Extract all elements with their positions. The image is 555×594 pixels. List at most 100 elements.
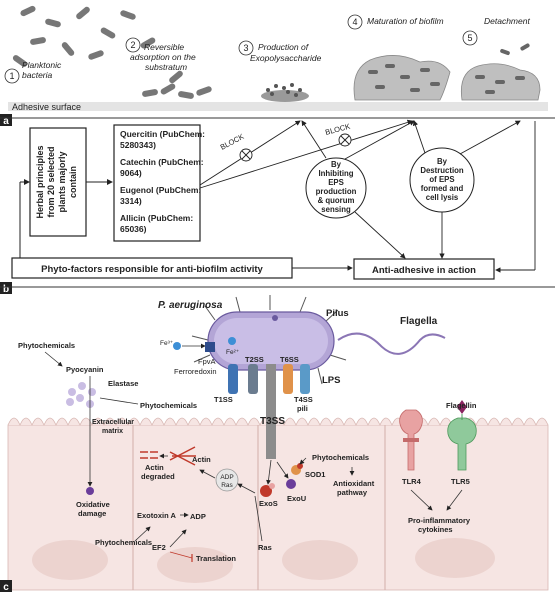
lps-label: LPS — [322, 375, 340, 386]
sod1-icon — [291, 463, 303, 475]
svg-text:1: 1 — [9, 71, 14, 81]
svg-text:Ferroredoxin: Ferroredoxin — [174, 367, 217, 376]
inhibit-eps-circle — [305, 157, 367, 219]
anti-adhesive-box — [353, 258, 495, 280]
panel-c-label: c — [3, 582, 9, 593]
detachment-icon — [460, 43, 541, 101]
svg-text:of EPS: of EPS — [429, 175, 454, 184]
svg-text:T3SS: T3SS — [260, 416, 285, 427]
phytochemicals-label-3: Phytochemicals — [95, 538, 152, 547]
panel-b-label: b — [3, 284, 9, 295]
sod1-label: SOD1 — [305, 470, 325, 479]
pyocyanin-label: Pyocyanin — [66, 365, 104, 374]
svg-text:ADP: ADP — [220, 474, 233, 481]
antioxidant-label-1: Antioxidant — [333, 479, 375, 488]
svg-text:5280343): 5280343) — [120, 140, 156, 150]
svg-text:Destruction: Destruction — [420, 166, 464, 175]
actin-degraded-label-1: Actin — [145, 463, 164, 472]
svg-text:Quercitin (PubChem:: Quercitin (PubChem: — [120, 129, 205, 139]
svg-text:Reversible: Reversible — [144, 42, 184, 52]
planktonic-bacteria-icon — [12, 5, 156, 67]
antioxidant-label-2: pathway — [337, 488, 368, 497]
flagella-label: Flagella — [400, 316, 438, 327]
panel-c: P. aeruginosa Pilus Flagella LPS Fe³⁺ Fe… — [0, 286, 555, 593]
svg-text:Fe³⁺: Fe³⁺ — [160, 340, 174, 347]
block-symbol-2: BLOCK — [324, 122, 352, 147]
svg-text:T6SS: T6SS — [280, 355, 299, 364]
exopolysaccharide-icon — [261, 83, 309, 102]
tlr5-label: TLR5 — [451, 477, 470, 486]
svg-text:3: 3 — [243, 43, 248, 53]
proinflammatory-label-1: Pro-inflammatory — [408, 516, 471, 525]
svg-text:By: By — [437, 157, 448, 166]
exou-label: ExoU — [287, 494, 306, 503]
svg-text:Eugenol (PubChem:: Eugenol (PubChem: — [120, 185, 201, 195]
svg-text:2: 2 — [130, 40, 135, 50]
stage-4: 4 Maturation of biofilm — [347, 14, 444, 30]
svg-text:formed and: formed and — [421, 184, 464, 193]
flagellin-label: Flagellin — [446, 401, 477, 410]
stage-1: 1 Planktonic bacteria — [4, 60, 62, 84]
p-aeruginosa-label: P. aeruginosa — [158, 300, 223, 311]
svg-text:Herbal principles: Herbal principles — [35, 145, 45, 218]
svg-text:from 20 selected: from 20 selected — [46, 146, 56, 217]
fe2-icon — [228, 337, 236, 345]
actin-degraded-label-2: degraded — [141, 472, 175, 481]
herbal-principles-text: Herbal principles from 20 selected plant… — [35, 145, 78, 218]
pyocyanin-molecule-icon — [86, 487, 94, 495]
svg-text:Detachment: Detachment — [484, 16, 530, 26]
inhibit-eps-text: By Inhibiting EPS production & quorum se… — [316, 160, 357, 214]
stage-5: 5 Detachment — [462, 16, 530, 46]
destruction-eps-text: By Destruction of EPS formed and cell ly… — [420, 157, 464, 202]
fe3-icon — [173, 342, 181, 350]
svg-text:T2SS: T2SS — [245, 355, 264, 364]
svg-text:Ras: Ras — [221, 482, 233, 489]
svg-text:Production of: Production of — [258, 42, 310, 52]
fpva-receptor — [205, 342, 215, 352]
svg-text:adsorption on the: adsorption on the — [130, 52, 196, 62]
phytochemicals-label-2: Phytochemicals — [140, 401, 197, 410]
svg-text:Allicin (PubChem:: Allicin (PubChem: — [120, 213, 193, 223]
svg-text:4: 4 — [352, 17, 357, 27]
svg-text:Catechin (PubChem:: Catechin (PubChem: — [120, 157, 204, 167]
mature-biofilm-icon — [353, 55, 451, 101]
svg-text:Planktonic: Planktonic — [22, 60, 62, 70]
ras-label: Ras — [258, 543, 272, 552]
pilus-label: Pilus — [326, 308, 349, 319]
svg-text:Maturation of biofilm: Maturation of biofilm — [367, 16, 444, 26]
translation-label: Translation — [196, 554, 236, 563]
oxidative-label-2: damage — [78, 509, 106, 518]
svg-text:cell lysis: cell lysis — [426, 193, 459, 202]
adp-label: ADP — [190, 512, 206, 521]
svg-text:FpvA: FpvA — [198, 357, 216, 366]
elastase-label: Elastase — [108, 379, 138, 388]
elastase-icon — [66, 382, 96, 408]
actin-icon — [169, 446, 196, 466]
svg-text:production: production — [316, 187, 357, 196]
svg-text:9064): 9064) — [120, 168, 142, 178]
adhesive-surface-bar — [8, 102, 548, 111]
compounds-list: Quercitin (PubChem: 5280343) Catechin (P… — [120, 129, 205, 234]
actin-degraded-icon — [140, 451, 158, 459]
adhesive-surface-label: Adhesive surface — [12, 102, 81, 112]
block-symbol-1: BLOCK — [219, 132, 253, 162]
svg-text:By: By — [331, 160, 342, 169]
stage-2: 2 Reversible adsorption on the substratu… — [125, 37, 196, 72]
phytochemicals-label-1: Phytochemicals — [18, 341, 75, 350]
oxidative-label-1: Oxidative — [76, 500, 110, 509]
panel-b: Herbal principles from 20 selected plant… — [0, 117, 555, 295]
tlr4-label: TLR4 — [402, 477, 422, 486]
svg-text:contain: contain — [68, 166, 78, 198]
actin-label: Actin — [192, 455, 211, 464]
svg-text:5: 5 — [467, 33, 472, 43]
svg-text:sensing: sensing — [321, 205, 351, 214]
ecm-label-2: matrix — [102, 428, 123, 435]
svg-text:3314): 3314) — [120, 196, 142, 206]
svg-text:pili: pili — [297, 404, 308, 413]
svg-text:65036): 65036) — [120, 224, 147, 234]
svg-text:T4SS: T4SS — [294, 395, 313, 404]
svg-text:plants majorly: plants majorly — [57, 151, 67, 212]
svg-text:Exopolysaccharide: Exopolysaccharide — [250, 53, 322, 63]
secretion-systems: T1SS T2SS T6SS T4SS pili T3SS — [214, 355, 313, 459]
exotoxin-label: Exotoxin A — [137, 511, 176, 520]
